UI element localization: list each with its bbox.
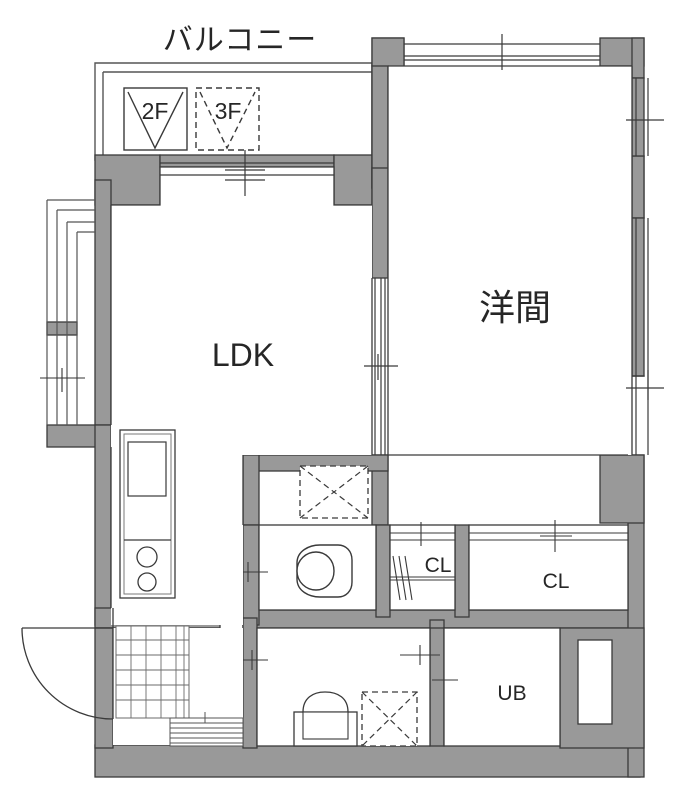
kitchen-stove: [136, 546, 158, 592]
left-bay-window: [46, 199, 95, 425]
ldk-storage-dashed-box: [299, 465, 369, 519]
kitchen-sink: [127, 441, 167, 497]
windows: [160, 34, 664, 455]
entrance-tile: [115, 625, 190, 719]
floor-tag-3f-label: 3F: [215, 98, 242, 124]
room-label-cl2: CL: [543, 570, 570, 593]
sliding-door-ldk-youma[interactable]: [364, 278, 398, 455]
left-window-mullion: [40, 368, 85, 392]
room-interiors: [110, 65, 633, 747]
floor-tag-2f: 2F: [123, 87, 188, 151]
floor-tag-2f-label: 2F: [142, 98, 169, 124]
kitchen-counter: [119, 429, 176, 599]
entrance-door[interactable]: [21, 627, 114, 720]
door-marks[interactable]: [243, 500, 458, 681]
cl1-hanger: [390, 522, 455, 601]
room-label-ldk: LDK: [212, 337, 274, 373]
room-label-ub: UB: [497, 682, 526, 705]
room-cl2-floor: [469, 525, 628, 610]
toilet: [296, 544, 353, 598]
room-ub-floor: [444, 628, 560, 746]
toilet-door[interactable]: [243, 562, 268, 582]
shoe-step: [169, 712, 244, 747]
niche: [577, 639, 613, 725]
room-label-cl1: CL: [425, 554, 452, 577]
washer-space: [361, 691, 418, 747]
cl2-hanger: [469, 520, 628, 552]
room-label-youma: 洋間: [479, 287, 551, 328]
room-youma-floor: [388, 66, 632, 455]
floor-tag-3f: 3F: [195, 87, 260, 151]
balcony-label: バルコニー: [163, 24, 317, 57]
washbasin: [293, 691, 358, 747]
